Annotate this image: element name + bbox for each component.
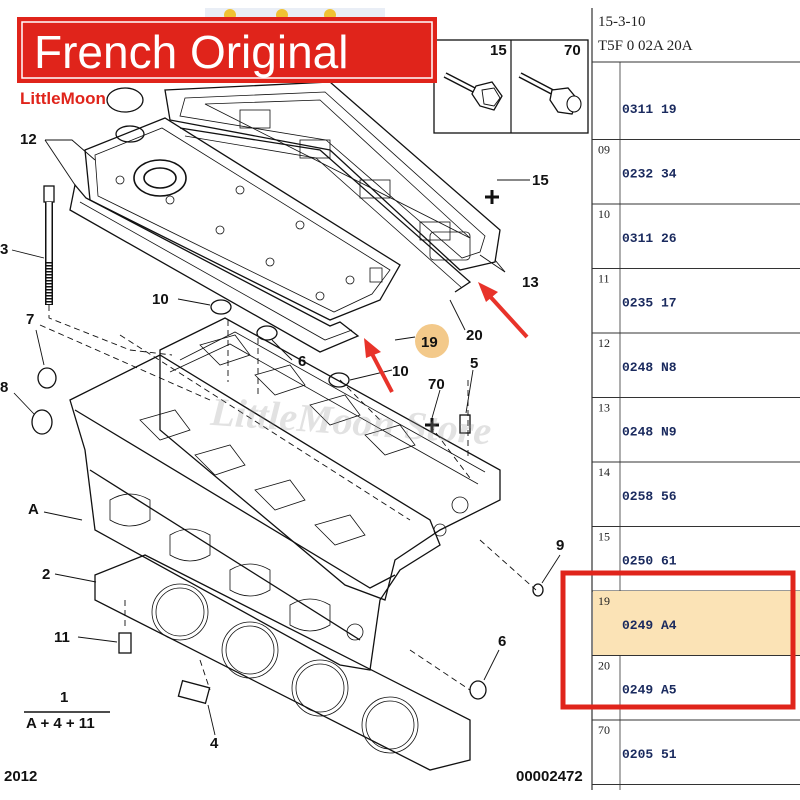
callout-19: 19 [421, 334, 438, 351]
parts-table: 15-3-10 T5F 0 02A 20A 0311 19 09 0232 34 10… [560, 8, 800, 790]
callout-70: 70 [428, 376, 445, 393]
callout-9: 9 [556, 537, 564, 554]
table-row-code[interactable]: 0232 34 [622, 167, 677, 182]
footer-ref: 00002472 [516, 768, 583, 785]
table-row-code[interactable]: 0205 51 [622, 747, 677, 762]
formula-top: 1 [60, 689, 68, 706]
plug-7-icon [37, 367, 57, 389]
header-line-1: 15-3-10 [598, 14, 646, 30]
table-row-code[interactable]: 0235 17 [622, 296, 677, 311]
dowel-5-icon [459, 414, 471, 434]
seal-6a-icon [256, 325, 278, 341]
red-arrows [364, 282, 529, 393]
table-row-number: 19 [598, 594, 610, 608]
head-bolt [43, 185, 55, 305]
assembly-guide-lines [39, 305, 537, 691]
union-4-icon [177, 679, 211, 705]
bolt-70-icon [518, 72, 582, 115]
seal-10a-icon [210, 299, 232, 315]
table-row-code[interactable]: 0249 A4 [622, 618, 677, 633]
table-row-code[interactable]: 0258 56 [622, 489, 677, 504]
table-row-number: 14 [598, 465, 610, 479]
highlight-frame [560, 570, 796, 710]
callout-6a: 6 [298, 353, 306, 370]
callout-4: 4 [210, 735, 219, 752]
table-row-code[interactable]: 0248 N9 [622, 425, 677, 440]
callout-8: 8 [0, 379, 8, 396]
callout-20: 20 [466, 327, 483, 344]
callout-11: 11 [54, 629, 70, 646]
callout-3: 3 [0, 241, 8, 258]
table-row-number: 11 [598, 272, 610, 286]
callout-15: 15 [532, 172, 549, 189]
head-gasket [94, 554, 471, 771]
table-row-number: 20 [598, 659, 610, 673]
table-row-code[interactable]: 0250 61 [622, 554, 677, 569]
plug-6b-icon [469, 680, 487, 700]
callout-19-badge [415, 324, 449, 358]
table-row-highlight [593, 591, 800, 656]
inset-label-70: 70 [564, 42, 581, 59]
small-parts [31, 190, 544, 705]
callout-10a: 10 [152, 291, 169, 308]
table-row-code[interactable]: 0311 19 [622, 102, 677, 117]
pin-9-icon [532, 583, 544, 597]
table-row-number: 12 [598, 336, 610, 350]
header-line-2: T5F 0 02A 20A [598, 38, 693, 54]
plug-8-icon [31, 409, 53, 435]
callout-12: 12 [20, 131, 37, 148]
leader-lines [11, 139, 561, 736]
callout-10b: 10 [392, 363, 409, 380]
table-row-number: 10 [598, 207, 610, 221]
table-row-code[interactable]: 0249 A5 [622, 683, 677, 698]
inset-box: 15 70 [433, 39, 589, 134]
callout-6b: 6 [498, 633, 506, 650]
rocker-cover-rear [164, 81, 501, 293]
callout-labels: 12 3 10 7 8 6 10 19 20 15 13 70 5 A 2 9 … [0, 131, 564, 752]
bolt-15-icon [443, 72, 503, 111]
footer-year: 2012 [4, 768, 37, 785]
callout-13: 13 [522, 274, 539, 291]
banner-title: French Original [34, 26, 348, 78]
callout-7: 7 [26, 311, 34, 328]
table-row-number: 13 [598, 401, 610, 415]
cylinder-head [69, 317, 501, 671]
callout-5: 5 [470, 355, 478, 372]
bolt-70-marker-icon [425, 418, 439, 432]
banner: French Original LittleMoon [17, 17, 437, 108]
dowel-11-icon [118, 632, 132, 654]
callout-2: 2 [42, 566, 50, 583]
brand-name: LittleMoon [20, 89, 106, 108]
watermark: LittleMoon Store [208, 389, 493, 454]
table-row-code[interactable]: 0311 26 [622, 231, 677, 246]
assembly-formula: 1 A + 4 + 11 [24, 689, 110, 732]
callout-A: A [28, 501, 39, 518]
table-row-number: 09 [598, 143, 610, 157]
rocker-cover-front [69, 87, 401, 353]
table-row-number: 15 [598, 530, 610, 544]
formula-bottom: A + 4 + 11 [26, 715, 95, 732]
seal-10b-icon [328, 372, 350, 388]
table-row-code[interactable]: 0248 N8 [622, 360, 677, 375]
table-row-number: 70 [598, 723, 610, 737]
bolt-15-marker-icon [485, 190, 499, 204]
inset-label-15: 15 [490, 42, 507, 59]
